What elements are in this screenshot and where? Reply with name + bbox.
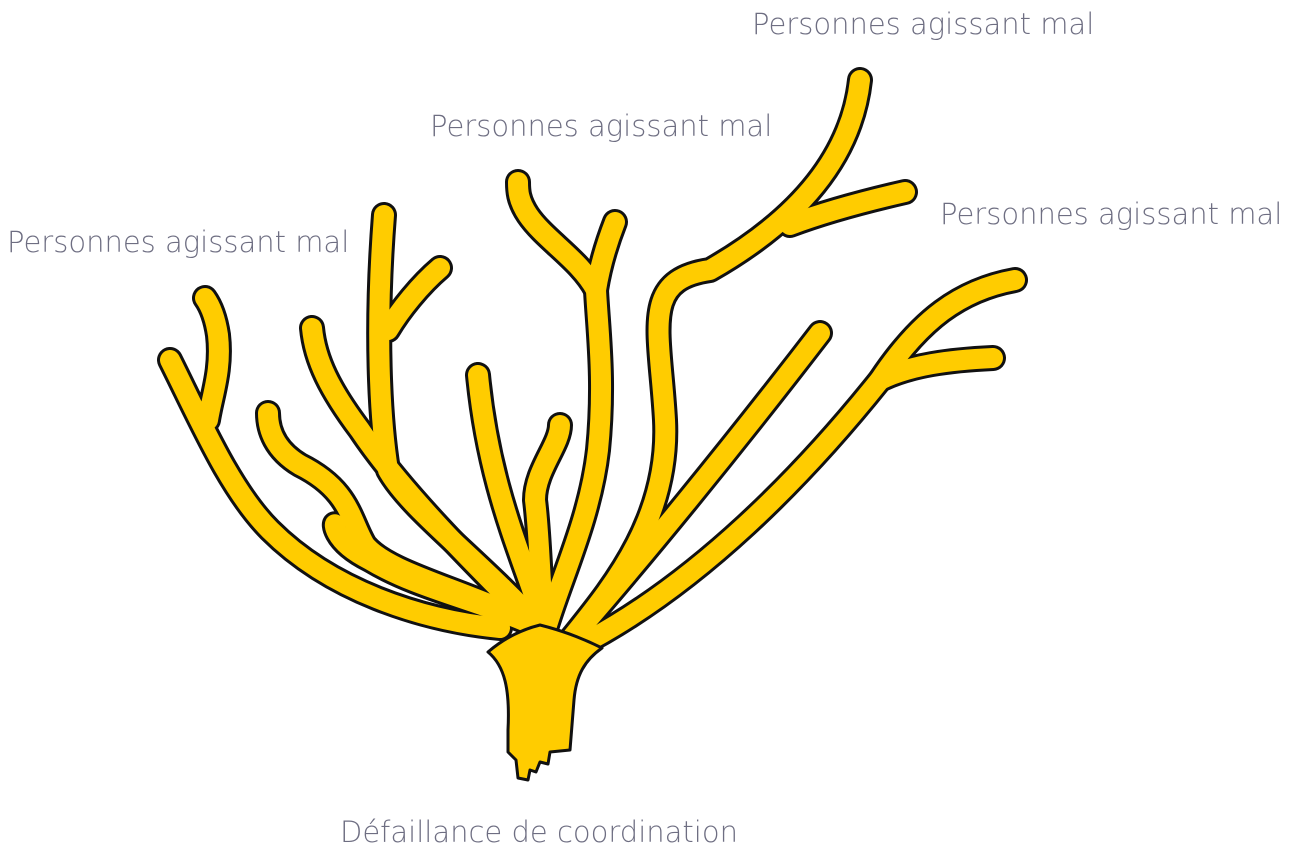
label-left: Personnes agissant mal <box>7 228 349 257</box>
tree-fill <box>170 80 1015 640</box>
label-right: Personnes agissant mal <box>940 200 1282 229</box>
tree-trunk <box>488 625 602 780</box>
label-top-right: Personnes agissant mal <box>752 10 1094 39</box>
label-top-center: Personnes agissant mal <box>430 112 772 141</box>
label-root-cause: Défaillance de coordination <box>340 818 738 847</box>
